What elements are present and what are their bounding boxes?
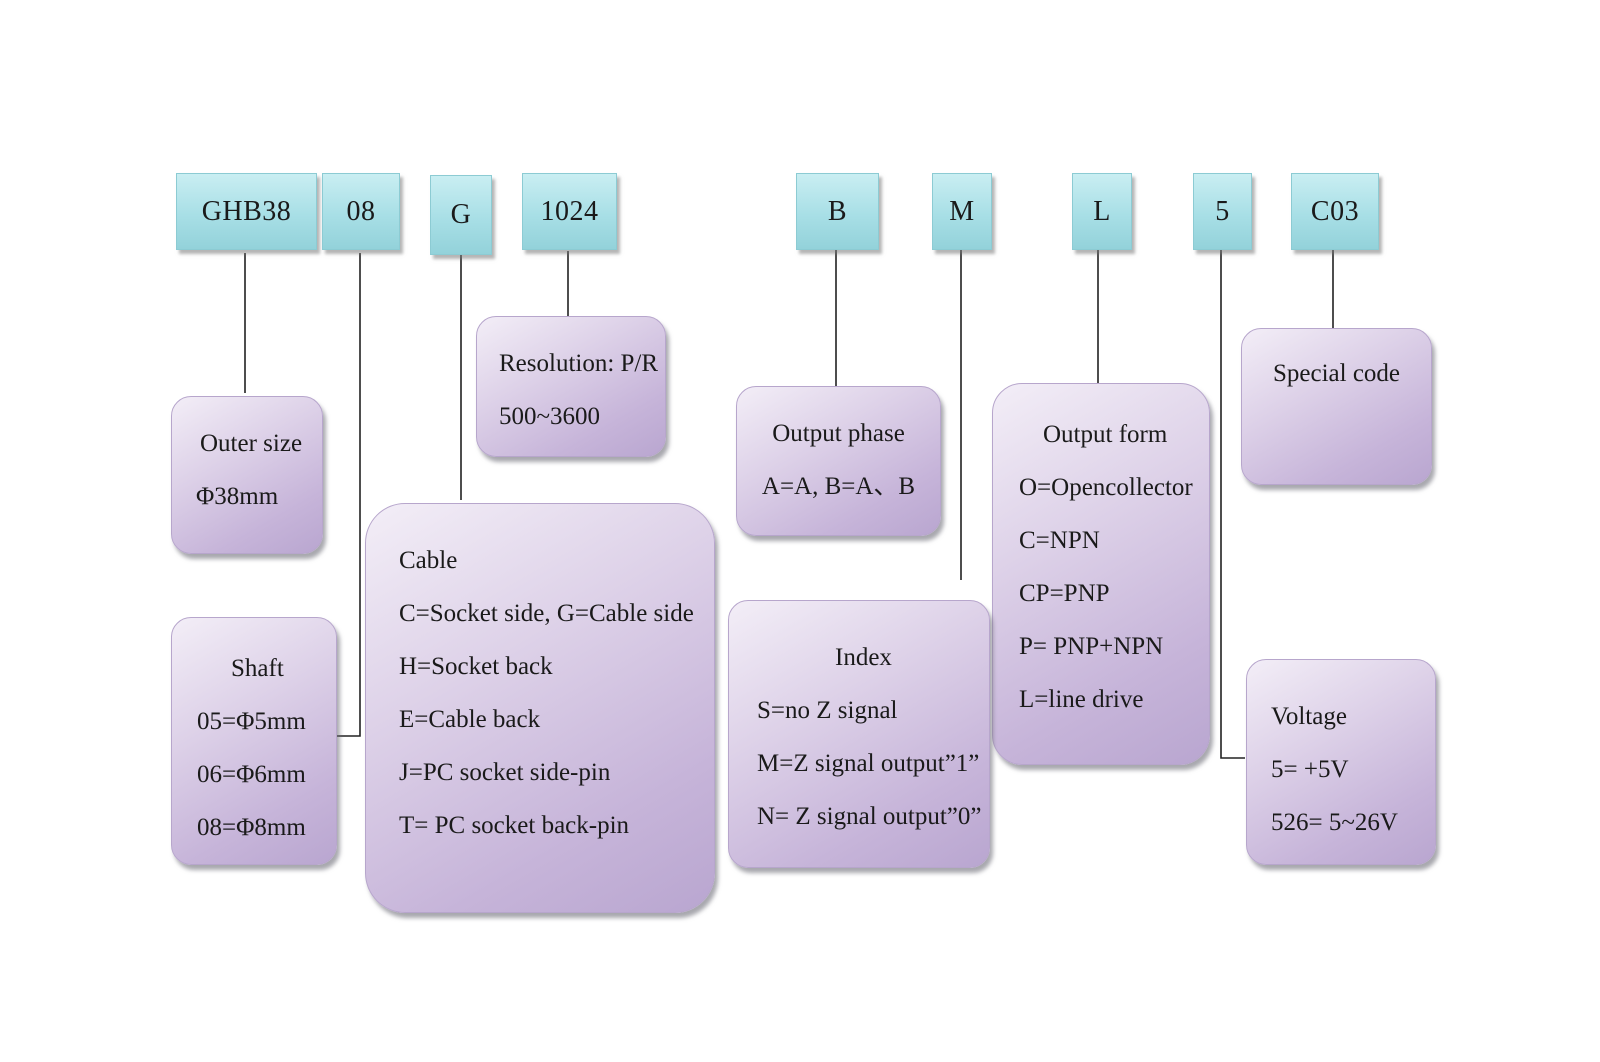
output-phase-title: Output phase [772,420,905,447]
index-box: Index S=no Z signal M=Z signal output”1”… [728,600,990,868]
output-form-title: Output form [1043,421,1168,448]
code-5: 5 [1193,173,1252,250]
shaft-item: 05=Φ5mm [197,708,306,735]
output-form-box: Output form O=Opencollector C=NPN CP=PNP… [992,383,1210,765]
shaft-item: 08=Φ8mm [197,814,306,841]
outer-size-title: Outer size [200,430,303,457]
outer-size-value: Φ38mm [196,483,279,510]
index-item: S=no Z signal [757,697,898,724]
cable-title: Cable [399,547,458,574]
code-ghb38: GHB38 [176,173,317,250]
code-c03: C03 [1291,173,1379,250]
voltage-item: 526= 5~26V [1271,809,1398,836]
code-l: L [1072,173,1132,250]
cable-item: T= PC socket back-pin [399,812,630,839]
connector-5 [1220,250,1245,759]
voltage-item: 5= +5V [1271,756,1349,783]
outer-size-box: Outer size Φ38mm [171,396,323,554]
voltage-title: Voltage [1271,703,1347,730]
output-phase-box: Output phase A=A, B=A、B [736,386,941,536]
special-code-box: Special code [1241,328,1432,485]
code-g: G [430,175,492,255]
index-item: N= Z signal output”0” [757,803,982,830]
special-code-title: Special code [1272,360,1401,387]
index-title: Index [835,644,892,671]
output-phase-value: A=A, B=A、B [761,473,916,500]
shaft-item: 06=Φ6mm [197,761,306,788]
cable-item: H=Socket back [399,653,553,680]
voltage-box: Voltage 5= +5V 526= 5~26V [1246,659,1436,865]
output-form-item: L=line drive [1019,686,1144,713]
cable-item: C=Socket side, G=Cable side [399,600,694,627]
index-item: M=Z signal output”1” [757,750,980,777]
resolution-title: Resolution: P/R [499,350,659,377]
output-form-item: O=Opencollector [1019,474,1193,501]
cable-item: J=PC socket side-pin [399,759,611,786]
code-m: M [932,173,992,250]
resolution-box: Resolution: P/R 500~3600 [476,316,666,457]
code-08: 08 [322,173,400,250]
cable-box: Cable C=Socket side, G=Cable side H=Sock… [365,503,715,913]
shaft-title: Shaft [231,655,284,682]
output-form-item: C=NPN [1019,527,1100,554]
resolution-value: 500~3600 [499,403,601,430]
connector-08 [336,253,361,737]
shaft-box: Shaft 05=Φ5mm 06=Φ6mm 08=Φ8mm [171,617,337,865]
code-1024: 1024 [522,173,617,250]
output-form-item: P= PNP+NPN [1019,633,1164,660]
cable-item: E=Cable back [399,706,541,733]
code-b: B [796,173,879,250]
output-form-item: CP=PNP [1019,580,1110,607]
